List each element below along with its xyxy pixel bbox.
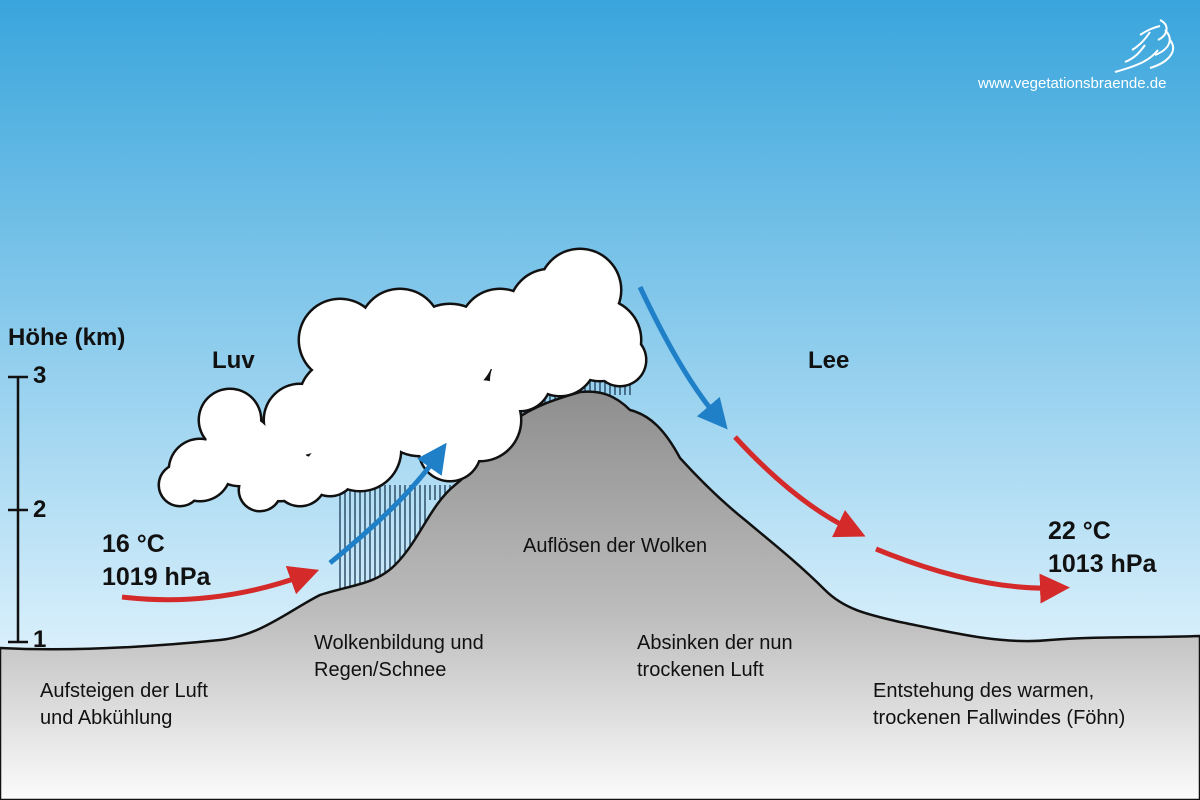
left-conditions: 16 °C 1019 hPa — [102, 528, 210, 593]
label-foehn: Entstehung des warmen, trockenen Fallwin… — [873, 678, 1125, 732]
right-pressure: 1013 hPa — [1048, 549, 1157, 578]
cloud-puff — [160, 465, 200, 505]
cloud-puff — [490, 350, 550, 410]
left-pressure: 1019 hPa — [102, 562, 211, 591]
rising-cooling-air-arrow — [328, 442, 447, 565]
axis-tick-2: 2 — [33, 496, 47, 523]
leeward-label: Lee — [808, 347, 850, 374]
label-dissolve: Auflösen der Wolken — [523, 535, 708, 557]
cloud-puff — [240, 470, 280, 510]
label-line: Wolkenbildung und — [314, 632, 484, 654]
height-axis — [8, 375, 28, 644]
logo-url: www.vegetationsbraende.de — [978, 75, 1167, 92]
label-line: trockenen Fallwindes (Föhn) — [873, 707, 1126, 729]
cloud-puff — [595, 335, 645, 385]
left-temperature: 16 °C — [102, 530, 165, 558]
axis-title: Höhe (km) — [8, 324, 126, 351]
axis-tick-1: 1 — [33, 626, 47, 653]
right-temperature: 22 °C — [1048, 517, 1111, 545]
foehn-wind-arrow — [875, 546, 1070, 604]
cloud — [157, 247, 648, 513]
cloud-puff — [200, 390, 260, 450]
cloud-puff — [300, 300, 380, 380]
label-line: Entstehung des warmen, — [873, 680, 1095, 702]
label-sinking: Absinken der nun trockenen Luft — [637, 630, 793, 684]
descending-air-arrow — [637, 285, 728, 430]
axis-tick-3: 3 — [33, 362, 47, 389]
warming-air-arrow — [733, 435, 866, 538]
label-clouds: Wolkenbildung und Regen/Schnee — [314, 630, 484, 684]
rising-warm-air-arrow — [121, 566, 320, 603]
cloud-puff — [305, 445, 355, 495]
right-conditions: 22 °C 1013 hPa — [1048, 515, 1156, 580]
label-line: Regen/Schnee — [314, 659, 447, 681]
label-line: und Abkühlung — [40, 707, 173, 729]
logo-tree-icon — [1114, 19, 1175, 73]
label-line: Aufsteigen der Luft — [40, 680, 208, 702]
label-line: Absinken der nun — [637, 632, 793, 654]
windward-label: Luv — [212, 347, 255, 374]
mountain — [0, 390, 1200, 800]
label-line: trockenen Luft — [637, 659, 764, 681]
label-rising: Aufsteigen der Luft und Abkühlung — [40, 678, 208, 732]
